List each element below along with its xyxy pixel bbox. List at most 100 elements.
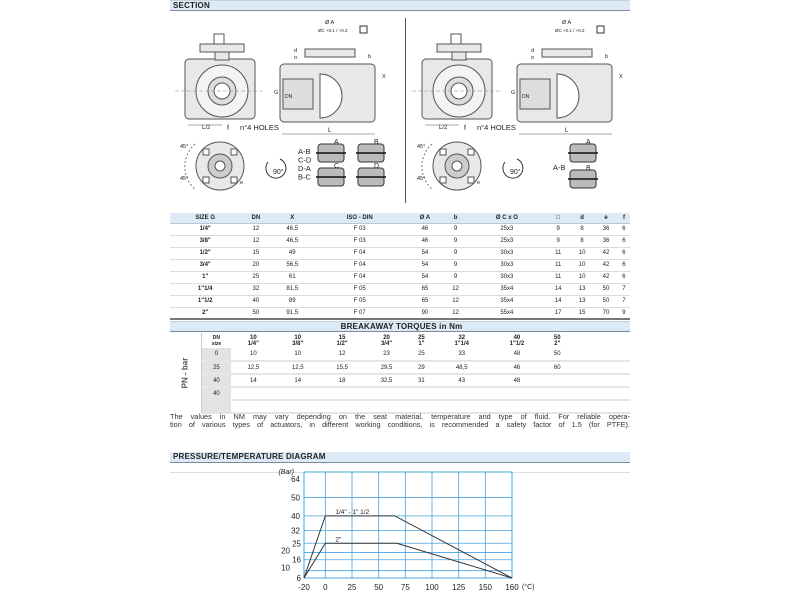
table-cell: 1/4" — [170, 223, 241, 236]
dim-e-label: e — [240, 180, 243, 186]
angle-label: 45° — [180, 144, 188, 150]
column-header: Ø A — [406, 213, 444, 224]
dim-d-label: d — [531, 48, 534, 54]
torque-value — [319, 400, 365, 414]
x-tick-label: 50 — [374, 583, 383, 592]
port-label: D — [374, 163, 379, 170]
bolt-hole-icon — [230, 148, 238, 156]
angle-label: 45° — [180, 176, 188, 182]
table-cell: 10 — [570, 259, 595, 272]
torque-value — [544, 400, 570, 414]
table-cell: 20 — [240, 259, 272, 272]
holes-label: n°4 HOLES — [477, 123, 516, 132]
table-cell: 30x3 — [467, 271, 547, 284]
table-cell: 15 — [240, 247, 272, 260]
table-cell: 1/2" — [170, 247, 241, 260]
dim-o-label: o — [294, 55, 297, 61]
neck — [451, 51, 467, 61]
dim-g-label: G — [274, 90, 278, 96]
pn-value — [201, 400, 232, 414]
table-cell: 54 — [406, 259, 444, 272]
torques-header: BREAKAWAY TORQUES in Nm — [170, 321, 630, 332]
diagram-header: PRESSURE/TEMPERATURE DIAGRAM — [170, 452, 630, 463]
column-header: d — [570, 213, 595, 224]
table-cell: 9 — [443, 223, 468, 236]
torque-value — [275, 387, 320, 401]
rotate-icon — [265, 158, 287, 179]
table-cell: 12 — [443, 307, 468, 320]
column-header: DN — [240, 213, 272, 224]
bolt-hole-icon — [230, 176, 238, 184]
port-label: B — [374, 139, 379, 146]
flow-label: D-A — [298, 164, 311, 173]
table-cell: 50 — [594, 283, 618, 296]
x-tick-label: 150 — [479, 583, 493, 592]
table-cell: 9 — [443, 271, 468, 284]
bottom-center — [214, 160, 226, 172]
torque-value: 48,5 — [434, 361, 490, 375]
dim-x-label: X — [382, 74, 386, 80]
table-cell: 25 — [240, 271, 272, 284]
dim-o-label: o — [531, 55, 534, 61]
pn-value: 25 — [201, 361, 232, 375]
x-tick-label: 75 — [401, 583, 410, 592]
bolt-hole-icon — [467, 148, 475, 156]
handle-flange — [199, 43, 245, 53]
bolt-hole-icon — [202, 176, 210, 184]
torque-value: 12,5 — [275, 361, 320, 375]
torque-value — [364, 400, 409, 414]
torque-value: 43 — [434, 374, 490, 388]
table-cell: 35x4 — [467, 295, 547, 308]
torques-note-line2: tion of various types of actuators, in d… — [170, 420, 630, 429]
torque-value: 48 — [489, 374, 545, 388]
x-tick-label: 100 — [425, 583, 439, 592]
table-cell: 35x4 — [467, 283, 547, 296]
table-cell: 11 — [546, 259, 571, 272]
spacer — [570, 361, 630, 375]
torque-value: 46 — [489, 361, 545, 375]
torque-value: 31 — [408, 374, 435, 388]
angle-label: 45° — [417, 176, 425, 182]
table-cell: 17 — [546, 307, 571, 320]
table-cell: 32 — [240, 283, 272, 296]
dim-b-label: b — [368, 54, 371, 60]
torque-row: 40 — [170, 387, 630, 401]
port-label: A — [586, 139, 591, 146]
table-cell: 91,5 — [271, 307, 314, 320]
plot-area — [303, 471, 513, 579]
table-cell: 56,5 — [271, 259, 314, 272]
section-header: SECTION — [170, 0, 630, 11]
torque-value — [408, 387, 435, 401]
y-tick-label: 50 — [291, 494, 300, 503]
table-cell: 7 — [617, 283, 630, 296]
table-cell: 6 — [617, 247, 630, 260]
port-bore — [450, 82, 468, 100]
flow-label: A-B — [553, 163, 566, 172]
table-cell: 46,5 — [271, 223, 314, 236]
flow-label: C-D — [298, 156, 312, 165]
torque-value — [231, 400, 276, 414]
torque-value — [544, 387, 570, 401]
dim-phi-a-label: Ø A — [562, 20, 572, 26]
table-cell: 11 — [546, 247, 571, 260]
stem-nut-icon — [213, 33, 225, 45]
y-tick-label: 25 — [292, 539, 301, 548]
table-cell: 25x3 — [467, 223, 547, 236]
torque-value: 10 — [275, 348, 320, 362]
port-bore — [213, 82, 231, 100]
y-tick-label: 16 — [292, 556, 301, 565]
bottom-center — [451, 160, 463, 172]
column-header: □ — [546, 213, 571, 224]
table-cell: 46 — [406, 235, 444, 248]
spacer — [570, 400, 630, 414]
pn-value: 40 — [201, 387, 232, 401]
x-axis-label: (°C) — [522, 583, 535, 591]
torque-value: 14 — [231, 374, 276, 388]
